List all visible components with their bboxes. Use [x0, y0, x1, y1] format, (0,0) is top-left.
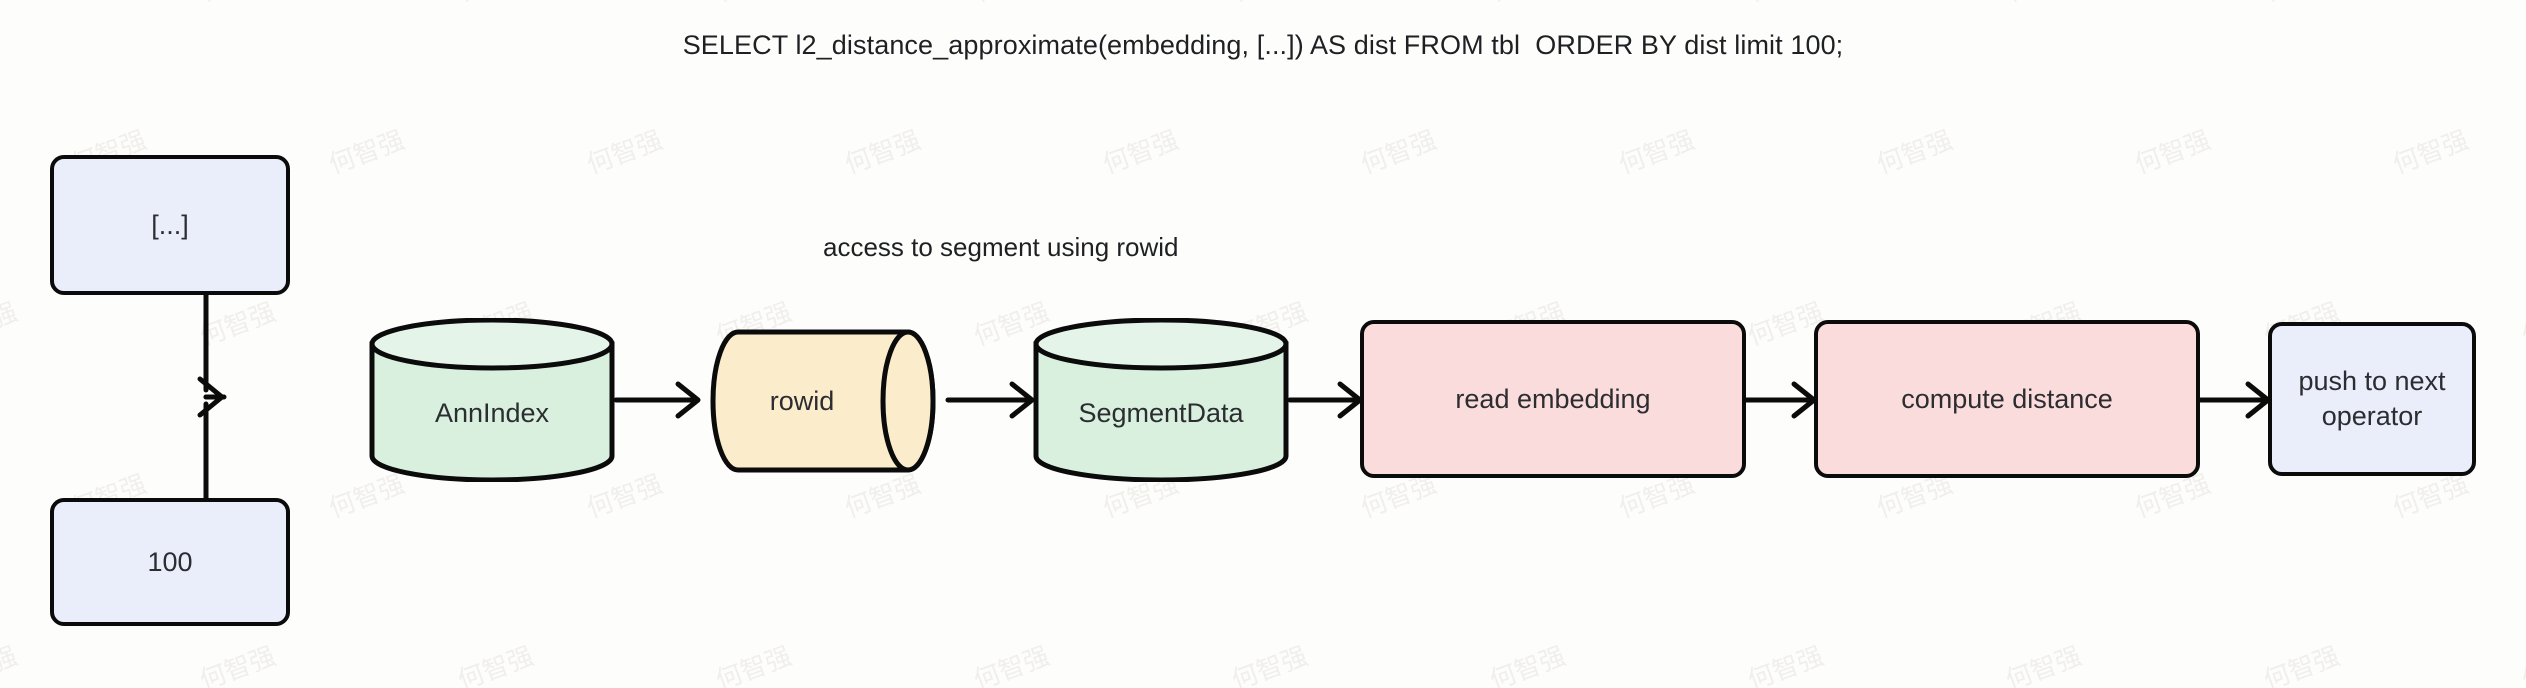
node-read-embedding[interactable]: read embedding: [1360, 320, 1746, 478]
node-rowid[interactable]: rowid: [698, 328, 948, 474]
node-input-limit[interactable]: 100: [50, 498, 290, 626]
cylinder-shape-segmentdata: [1033, 318, 1289, 482]
node-input-limit-label: 100: [147, 546, 193, 577]
node-rowid-label: rowid: [769, 385, 835, 416]
arrowhead-segmentdata: [1009, 381, 1035, 419]
edge-label-access-to-segment: access to segment using rowid: [823, 232, 1179, 262]
cylinder-shape-rowid: [710, 329, 936, 473]
node-read-embedding-label: read embedding: [1455, 383, 1651, 414]
node-ann-index-label: AnnIndex: [434, 397, 550, 428]
diagram-title-query: SELECT l2_distance_approximate(embedding…: [682, 30, 1844, 60]
arrowhead-to-annindex: [197, 376, 225, 418]
node-compute-distance-label: compute distance: [1901, 383, 2113, 414]
node-push-next-label-line1: push to next: [2298, 366, 2446, 397]
node-input-vector[interactable]: [...]: [50, 155, 290, 295]
node-segment-data-label: SegmentData: [1078, 397, 1244, 428]
arrowhead-rowid: [675, 381, 701, 419]
node-compute-distance[interactable]: compute distance: [1814, 320, 2200, 478]
node-push-next-label-line2: operator: [2321, 401, 2423, 431]
node-input-vector-label: [...]: [151, 209, 189, 240]
cylinder-shape-annindex: [369, 318, 615, 482]
node-push-next[interactable]: push to next operator: [2268, 322, 2476, 476]
node-ann-index[interactable]: AnnIndex: [368, 318, 616, 482]
node-segment-data[interactable]: SegmentData: [1032, 318, 1290, 482]
